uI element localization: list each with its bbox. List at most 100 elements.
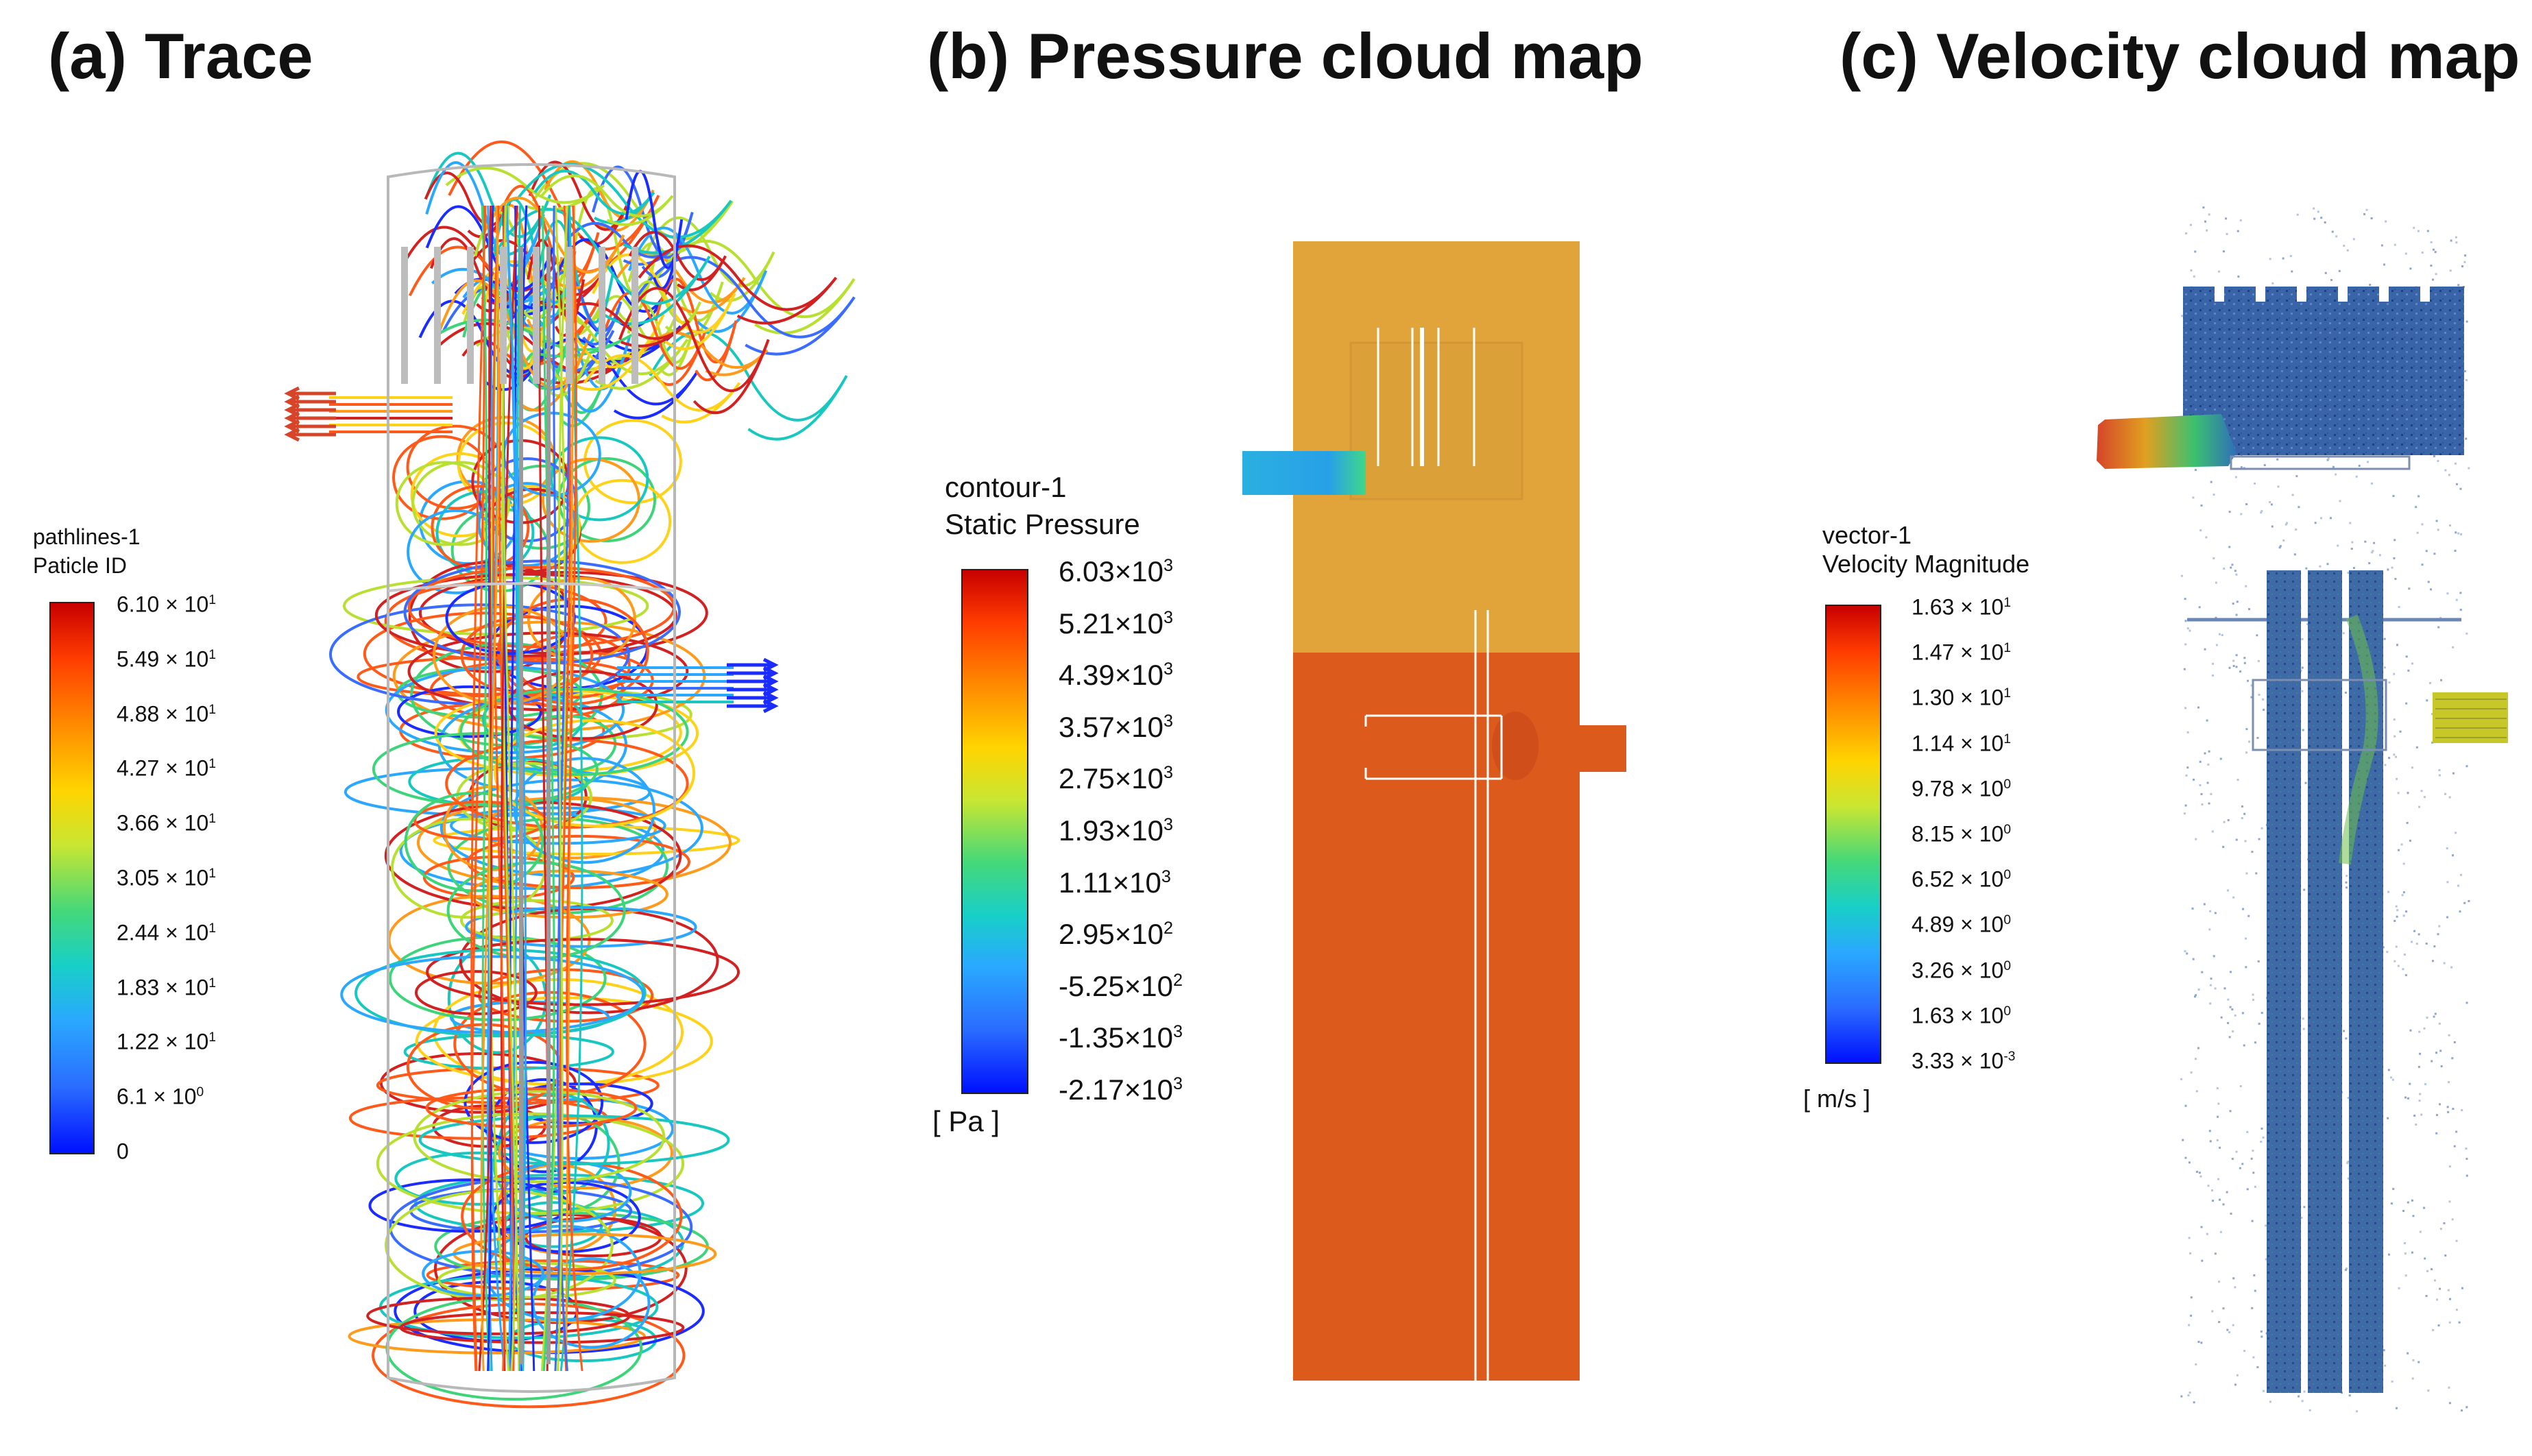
velocity-dot — [2251, 1220, 2254, 1222]
velocity-dot — [2411, 1377, 2414, 1380]
velocity-dot — [2228, 1036, 2231, 1039]
velocity-dot — [2284, 523, 2287, 526]
velocity-dot — [2195, 469, 2197, 472]
velocity-dot — [2438, 1022, 2441, 1025]
velocity-dot — [2246, 1130, 2249, 1133]
velocity-dot — [2424, 1257, 2426, 1260]
velocity-dot — [2437, 626, 2440, 629]
velocity-legend-subheading: Velocity Magnitude — [1822, 550, 2030, 578]
pathline — [432, 605, 571, 705]
velocity-dot — [2250, 696, 2253, 699]
velocity-dot — [2236, 779, 2239, 781]
pressure-colorbar — [961, 569, 1028, 1094]
tick-mantissa: 6.1 × 10 — [117, 1084, 197, 1109]
tick-mantissa: 1.30 × 10 — [1912, 685, 2004, 710]
pathline — [392, 620, 706, 732]
velocity-dot — [2447, 1289, 2450, 1291]
velocity-dot — [2212, 662, 2215, 665]
velocity-dot — [2443, 962, 2446, 964]
velocity-dot — [2431, 741, 2434, 744]
velocity-dot — [2193, 995, 2196, 998]
tick-mantissa: 0 — [117, 1139, 129, 1164]
legend-tick-label: 2.44 × 101 — [117, 920, 216, 945]
velocity-dot — [2269, 1400, 2271, 1403]
pathline — [478, 205, 493, 1372]
pathline — [496, 597, 649, 705]
velocity-dot — [2388, 757, 2391, 760]
velocity-dot — [2451, 1218, 2454, 1221]
velocity-dot — [2446, 881, 2449, 884]
legend-tick-label: 6.10 × 101 — [117, 592, 216, 618]
velocity-dot — [2227, 818, 2230, 821]
pathline — [502, 411, 601, 497]
velocity-dot — [2461, 265, 2464, 267]
velocity-dot — [2395, 1407, 2398, 1409]
velocity-dot — [2406, 821, 2409, 824]
velocity-dot — [2206, 1233, 2208, 1235]
velocity-dot — [2383, 666, 2386, 669]
velocity-dot — [2190, 1314, 2193, 1317]
velocity-dot — [2370, 482, 2373, 485]
vessel-seam — [387, 582, 675, 592]
velocity-upper-block — [2183, 287, 2464, 455]
velocity-tube-2 — [2308, 570, 2342, 1393]
legend-tick-label: 4.89 × 100 — [1912, 912, 2011, 938]
pathline — [399, 1311, 685, 1344]
velocity-dot — [2425, 550, 2428, 553]
velocity-dot — [2391, 1380, 2394, 1383]
velocity-dot — [2251, 1307, 2254, 1309]
tick-mantissa: 6.52 × 10 — [1912, 866, 2004, 892]
velocity-dot — [2411, 1251, 2413, 1254]
velocity-dot — [2468, 900, 2470, 903]
velocity-dot — [2443, 1222, 2446, 1224]
velocity-dot — [2409, 1029, 2412, 1032]
velocity-dot — [2226, 889, 2229, 892]
velocity-dot — [2421, 523, 2424, 526]
velocity-dot — [2206, 229, 2208, 232]
velocity-dot — [2245, 966, 2247, 969]
velocity-dot — [2372, 550, 2374, 553]
velocity-dot — [2241, 817, 2243, 820]
velocity-dot — [2195, 1090, 2198, 1093]
velocity-dot — [2209, 984, 2212, 986]
velocity-dot — [2457, 284, 2460, 287]
velocity-dot — [2465, 379, 2468, 382]
velocity-dot — [2229, 1006, 2232, 1008]
velocity-dot — [2387, 1253, 2390, 1256]
velocity-dot — [2258, 838, 2260, 840]
velocity-dot — [2271, 525, 2274, 528]
velocity-dot — [2415, 746, 2418, 749]
velocity-dot — [2326, 459, 2329, 461]
velocity-dot — [2404, 1274, 2407, 1277]
tick-mantissa: 2.44 × 10 — [117, 920, 209, 945]
velocity-dot — [2198, 606, 2201, 609]
velocity-dot — [2231, 563, 2234, 566]
velocity-dot — [2338, 269, 2341, 272]
velocity-dot — [2296, 213, 2299, 216]
velocity-dot — [2464, 254, 2467, 257]
velocity-dot — [2199, 760, 2202, 763]
velocity-dot — [2418, 1030, 2421, 1033]
velocity-dot — [2393, 672, 2396, 675]
velocity-dot — [2234, 570, 2236, 572]
pathline — [366, 1296, 631, 1335]
legend-tick-label: 4.39×103 — [1059, 659, 1173, 692]
velocity-dot — [2263, 1390, 2265, 1392]
velocity-dot — [2352, 238, 2355, 241]
tick-exponent: 1 — [2003, 595, 2012, 610]
pathline — [540, 174, 674, 226]
velocity-dot — [2411, 941, 2413, 943]
velocity-dot — [2390, 1076, 2393, 1079]
tick-mantissa: 5.21×10 — [1059, 607, 1163, 640]
pathline — [468, 869, 668, 919]
velocity-dot — [2210, 481, 2213, 483]
velocity-dot — [2295, 475, 2298, 478]
velocity-dot — [2214, 912, 2217, 914]
velocity-dot — [2240, 466, 2243, 469]
velocity-dot — [2459, 910, 2461, 913]
velocity-dot — [2195, 1170, 2198, 1173]
tick-exponent: 1 — [208, 866, 217, 881]
pathline — [592, 253, 736, 351]
pathlines-colorbar — [49, 602, 95, 1154]
velocity-dot — [2395, 777, 2398, 780]
